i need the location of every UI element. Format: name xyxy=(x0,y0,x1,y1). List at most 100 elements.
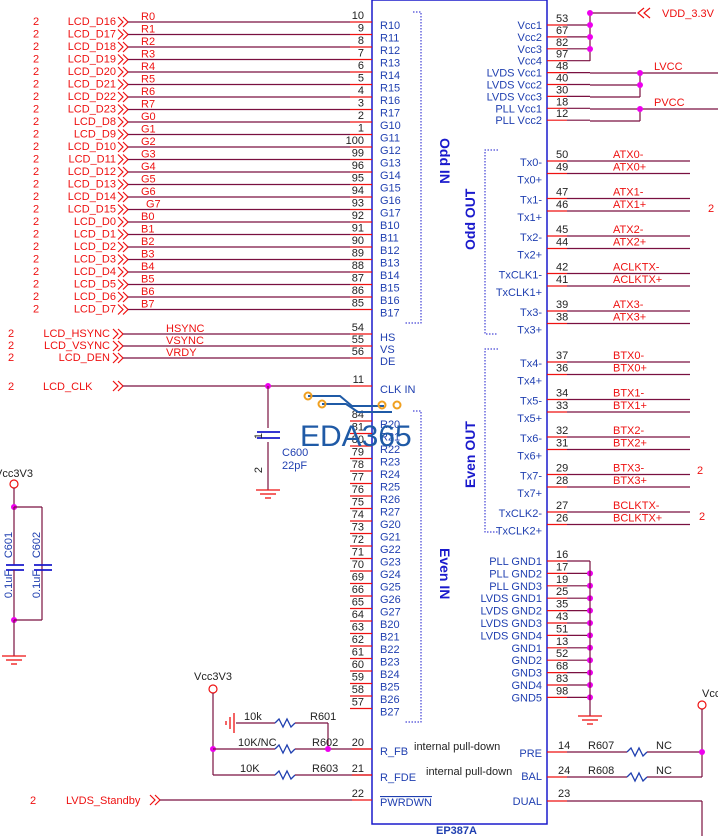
pin-name: B25 xyxy=(380,682,400,694)
pin-number: 97 xyxy=(556,49,568,61)
power-port-icon xyxy=(208,684,218,694)
sheet-ref: 2 xyxy=(33,91,39,103)
net-port-icon xyxy=(117,66,124,78)
net-port-label: LCD_VSYNC xyxy=(44,340,110,352)
pin-number: 37 xyxy=(556,350,568,362)
pin-number: 86 xyxy=(352,285,364,297)
signal-label: R7 xyxy=(141,99,155,111)
pin-name: CLK IN xyxy=(380,384,416,396)
net-port-icon xyxy=(117,216,124,228)
pin-number: 32 xyxy=(556,425,568,437)
sheet-ref: 2 xyxy=(33,166,39,178)
net-port-icon xyxy=(117,154,124,165)
net-label: BTX0- xyxy=(613,350,645,362)
pin-number: 87 xyxy=(352,273,364,285)
net-port-icon xyxy=(112,328,119,340)
pin-number: 39 xyxy=(556,299,568,311)
pin-number: 96 xyxy=(352,160,364,172)
pin-number: 57 xyxy=(352,697,364,709)
pin-number: 79 xyxy=(352,447,364,459)
pin-name: R21 xyxy=(380,432,400,444)
signal-label: B2 xyxy=(141,236,154,248)
pin-number: 47 xyxy=(556,187,568,199)
pin-name: G13 xyxy=(380,158,401,170)
net-port-label: LCD_D12 xyxy=(68,166,116,178)
net-label: ATX1+ xyxy=(613,199,646,211)
pin-number: 64 xyxy=(352,609,364,621)
component-value: NC xyxy=(656,765,672,777)
pin-number: 34 xyxy=(556,388,568,400)
net-port-icon xyxy=(117,254,124,265)
pin-number: 44 xyxy=(556,237,568,249)
net-port-icon xyxy=(117,291,124,303)
net-label: BTX1- xyxy=(613,388,645,400)
signal-label: VSYNC xyxy=(166,335,204,347)
pin-name: TxCLK1- xyxy=(499,270,543,282)
power-port-icon xyxy=(697,700,707,710)
pin-name: LVDS Vcc3 xyxy=(487,91,542,103)
component-value: 10k xyxy=(244,711,262,723)
pin-number: 95 xyxy=(352,173,364,185)
net-port-label: LVDS_Standby xyxy=(66,795,141,807)
pin-name: G15 xyxy=(380,183,401,195)
sheet-ref: 2 xyxy=(33,229,39,241)
pin-number: 33 xyxy=(556,400,568,412)
net-port-icon xyxy=(117,79,124,90)
signal-label: VRDY xyxy=(166,347,197,359)
pin-name: Tx5+ xyxy=(517,413,542,425)
pin-number: 74 xyxy=(352,509,364,521)
pin-number: 71 xyxy=(352,547,364,559)
component-value: 22pF xyxy=(282,460,307,472)
sheet-ref: 2 xyxy=(33,204,39,216)
net-port-label: LCD_D11 xyxy=(69,154,117,166)
net-port-label: LCD_D17 xyxy=(68,29,116,41)
sheet-ref: 2 xyxy=(8,352,14,364)
net-port-label: LCD_DEN xyxy=(59,352,110,364)
net-port-label: LCD_D15 xyxy=(68,204,116,216)
pin-number: 77 xyxy=(352,472,364,484)
signal-label: R5 xyxy=(141,74,155,86)
pin-name: B27 xyxy=(380,707,400,719)
net-label: ATX2- xyxy=(613,224,644,236)
pin-name: LVDS GND2 xyxy=(480,606,542,618)
component-ref: R608 xyxy=(588,765,614,777)
internal-note: internal pull-down xyxy=(426,766,512,778)
pin-number: 24 xyxy=(558,765,570,777)
net-port-label: LCD_D9 xyxy=(74,129,116,141)
pin-name: G25 xyxy=(380,582,401,594)
pin-number: 8 xyxy=(358,35,364,47)
pin-number: 58 xyxy=(352,684,364,696)
pin-number: 98 xyxy=(556,685,568,697)
signal-label: G5 xyxy=(141,174,156,186)
net-label: ATX3- xyxy=(613,299,644,311)
net-port-label: LCD_D21 xyxy=(68,79,116,91)
pin-name: R22 xyxy=(380,444,400,456)
net-label: ATX0- xyxy=(613,149,644,161)
sheet-ref: 2 xyxy=(33,79,39,91)
pin-number: 6 xyxy=(358,60,364,72)
net-port-icon xyxy=(117,141,124,153)
pin-number: 90 xyxy=(352,235,364,247)
pin-name: R25 xyxy=(380,482,400,494)
pin-name: R_FB xyxy=(380,746,408,758)
pin-number: 19 xyxy=(556,574,568,586)
junction-dot xyxy=(587,10,593,16)
pin-name: Tx1- xyxy=(520,195,542,207)
odd-out-label: Odd OUT xyxy=(462,188,478,250)
pin-name: G21 xyxy=(380,532,401,544)
pin-number: 12 xyxy=(556,108,568,120)
component-value: NC xyxy=(656,740,672,752)
sheet-ref: 2 xyxy=(708,203,714,215)
odd-in-bracket xyxy=(405,11,422,324)
pin-name: R20 xyxy=(380,419,400,431)
pin-number: 68 xyxy=(556,661,568,673)
net-port-icon xyxy=(117,91,124,103)
pin-number: 82 xyxy=(556,37,568,49)
pin-name: B14 xyxy=(380,270,400,282)
power-net-label: LVCC xyxy=(654,61,683,73)
signal-label: B7 xyxy=(141,299,154,311)
net-port-label: LCD_D16 xyxy=(68,16,116,28)
component-ref: R603 xyxy=(312,763,338,775)
net-port-label: LCD_D23 xyxy=(68,104,116,116)
pin-name: G14 xyxy=(380,170,401,182)
